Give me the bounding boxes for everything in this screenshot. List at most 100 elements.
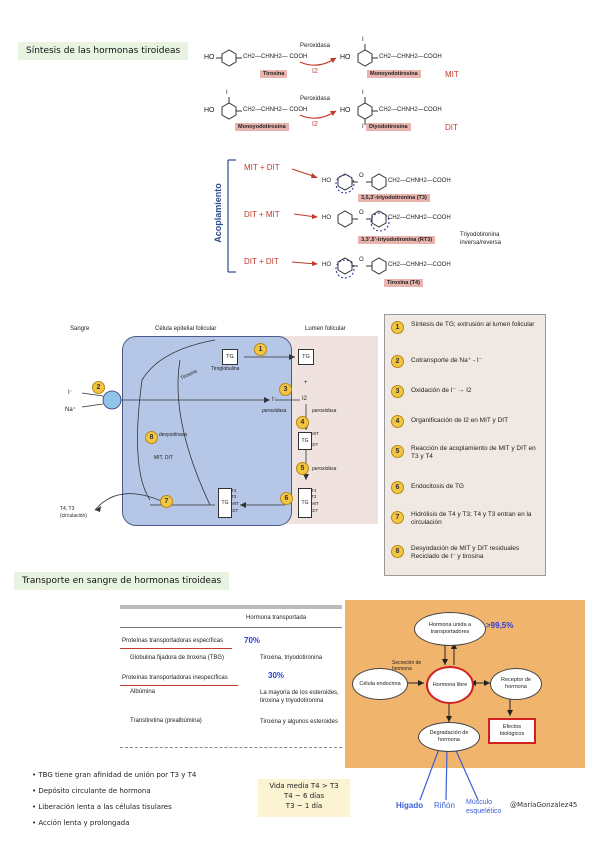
oxygen-label: O bbox=[359, 257, 364, 263]
coupling-mit-dit: MIT + DIT bbox=[244, 163, 280, 172]
plus-label: + bbox=[304, 380, 308, 386]
step-text: Endocitosis de TG bbox=[411, 483, 464, 490]
half-life-line: T3 ~ 1 día bbox=[285, 802, 323, 810]
iodide-label: I⁻ bbox=[68, 390, 73, 396]
half-life-line: Vida media T4 > T3 bbox=[269, 782, 339, 790]
coupling-dit-dit: DIT + DIT bbox=[244, 257, 279, 266]
underline bbox=[120, 648, 232, 649]
step-marker-6: 6 bbox=[280, 492, 293, 505]
ho-label: HO bbox=[204, 107, 215, 114]
mit-label: MIT bbox=[311, 431, 319, 436]
iodine-label: I bbox=[362, 90, 364, 96]
output-label: T4, T3 bbox=[60, 506, 75, 512]
lumen-label: Lumen folicular bbox=[305, 326, 346, 332]
table-rule bbox=[120, 627, 342, 628]
dit-label: DIT bbox=[231, 508, 239, 513]
secretion-label: Secreción de hormona bbox=[392, 660, 422, 672]
mit-label: Monoyodotirosina bbox=[235, 123, 289, 131]
ho-label: HO bbox=[340, 107, 351, 114]
degradation-node: Degradación de hormona bbox=[418, 722, 480, 752]
bound-hormone-node: Hormona unida a transportadores bbox=[414, 612, 486, 646]
chain-label: CH2—CHNH2— COOH bbox=[243, 107, 308, 113]
step-number: 2 bbox=[391, 355, 404, 368]
table-header: Hormona transportada bbox=[246, 615, 307, 621]
step-text: Síntesis de TG; extrusión al lumen folic… bbox=[411, 321, 535, 328]
t3-label: T3 bbox=[231, 494, 237, 499]
step-marker-7: 7 bbox=[160, 495, 173, 508]
dit-abbr: DIT bbox=[445, 123, 458, 132]
t3-label: 3,5,3'-triyodotironina (T3) bbox=[358, 194, 430, 202]
step-number: 7 bbox=[391, 511, 404, 524]
oxygen-label: O bbox=[359, 173, 364, 179]
nonspecific-pct: 30% bbox=[268, 671, 285, 680]
chain-label: CH2—CHNH2—COOH bbox=[379, 107, 442, 113]
chain-label: CH2—CHNH2—COOH bbox=[379, 54, 442, 60]
nonspecific-label: Proteínas transportadoras inespecíficas bbox=[122, 675, 228, 681]
bullet-item: • Liberación lenta a las células tisular… bbox=[32, 803, 172, 811]
sodium-label: Na⁺ bbox=[65, 407, 76, 413]
iodine-label: I bbox=[226, 90, 228, 96]
t4-label: T4 bbox=[311, 488, 317, 493]
rt3-note: Triyodotironina bbox=[460, 232, 500, 238]
specific-pct: 70% bbox=[244, 636, 261, 645]
author-watermark: @MariaGonzalez45 bbox=[510, 801, 578, 809]
step-text: Oxidación de I⁻ → I2 bbox=[411, 387, 472, 394]
peroxidasa-label: peroxidasa bbox=[312, 408, 337, 414]
transtiretina-value: Tiroxina y algunos esteroides bbox=[260, 719, 338, 725]
peroxidase-label: Peroxidasa bbox=[300, 96, 331, 102]
dit-label: DIT bbox=[311, 508, 319, 513]
lumen-area bbox=[280, 336, 378, 524]
albumina-value: La mayoría de los esteroides, tiroxina y… bbox=[260, 690, 339, 704]
receptor-node: Receptor de hormona bbox=[490, 668, 542, 700]
chain-label: CH2—CHNH2—COOH bbox=[388, 215, 451, 221]
step-number: 3 bbox=[391, 385, 404, 398]
bullet-item: • Acción lenta y prolongada bbox=[32, 819, 130, 827]
rt3-label: 3,3',5'-triyodotironina (RT3) bbox=[358, 236, 436, 244]
step-marker-1: 1 bbox=[254, 343, 267, 356]
steps-legend: 1 Síntesis de TG; extrusión al lumen fol… bbox=[384, 314, 546, 576]
transport-title: Transporte en sangre de hormonas tiroide… bbox=[14, 572, 230, 590]
iodine-label: I bbox=[362, 124, 364, 130]
transtiretina-label: Transtiretina (prealbúmina) bbox=[130, 718, 202, 724]
iodide-label: I⁻ bbox=[272, 397, 277, 403]
t3-label: T3 bbox=[311, 494, 317, 499]
bullet-item: • TBG tiene gran afinidad de unión por T… bbox=[32, 771, 197, 779]
ho-label: HO bbox=[340, 54, 351, 61]
transport-table: Hormona transportada Proteínas transport… bbox=[120, 605, 342, 753]
chain-label: CH2—CHNH2—COOH bbox=[388, 178, 451, 184]
table-rule bbox=[120, 605, 342, 609]
tiroglobulina-label: Tiroglobulina bbox=[211, 366, 240, 372]
i2-label: I2 bbox=[312, 68, 318, 75]
tbg-label: Globulina fijadora de tiroxina (TBG) bbox=[130, 655, 225, 661]
ho-label: HO bbox=[322, 262, 331, 268]
muscle-label: Músculo esquelético bbox=[466, 799, 502, 815]
half-life-note: Vida media T4 > T3 T4 ~ 6 días T3 ~ 1 dí… bbox=[258, 779, 350, 817]
synthesis-title: Síntesis de las hormonas tiroideas bbox=[18, 42, 189, 60]
step-text: Cotransporte de Na⁺ - I⁻ bbox=[411, 357, 483, 364]
tg-box: TG bbox=[298, 488, 312, 518]
t4-label: Tiroxina (T4) bbox=[384, 279, 423, 287]
synthesis-diagram bbox=[216, 44, 390, 279]
step-number: 5 bbox=[391, 445, 404, 458]
step-marker-2: 2 bbox=[92, 381, 105, 394]
ho-label: HO bbox=[322, 215, 331, 221]
table-rule bbox=[120, 747, 342, 748]
iodine-label: I bbox=[362, 37, 364, 43]
mit-label: MIT bbox=[231, 501, 239, 506]
oxygen-label: O bbox=[359, 210, 364, 216]
tyrosine-label: Tirosina bbox=[260, 70, 288, 78]
i2-label: I2 bbox=[312, 121, 318, 128]
dit-label: Diyodotirosina bbox=[366, 123, 411, 131]
tbg-value: Tiroxina, triyodotironina bbox=[260, 655, 323, 661]
albumina-label: Albúmina bbox=[130, 689, 156, 695]
step-marker-3: 3 bbox=[279, 383, 292, 396]
tg-box: TG bbox=[222, 349, 238, 365]
i2-label: I2 bbox=[302, 396, 308, 402]
free-hormone-node: Hormona libre bbox=[426, 666, 474, 704]
ho-label: HO bbox=[204, 54, 215, 61]
bullet-item: • Depósito circulante de hormona bbox=[32, 787, 151, 795]
mit-abbr: MIT bbox=[445, 70, 459, 79]
mit-label: MIT bbox=[311, 501, 319, 506]
peroxidasa-label: peroxidasa bbox=[262, 408, 287, 414]
step-number: 1 bbox=[391, 321, 404, 334]
